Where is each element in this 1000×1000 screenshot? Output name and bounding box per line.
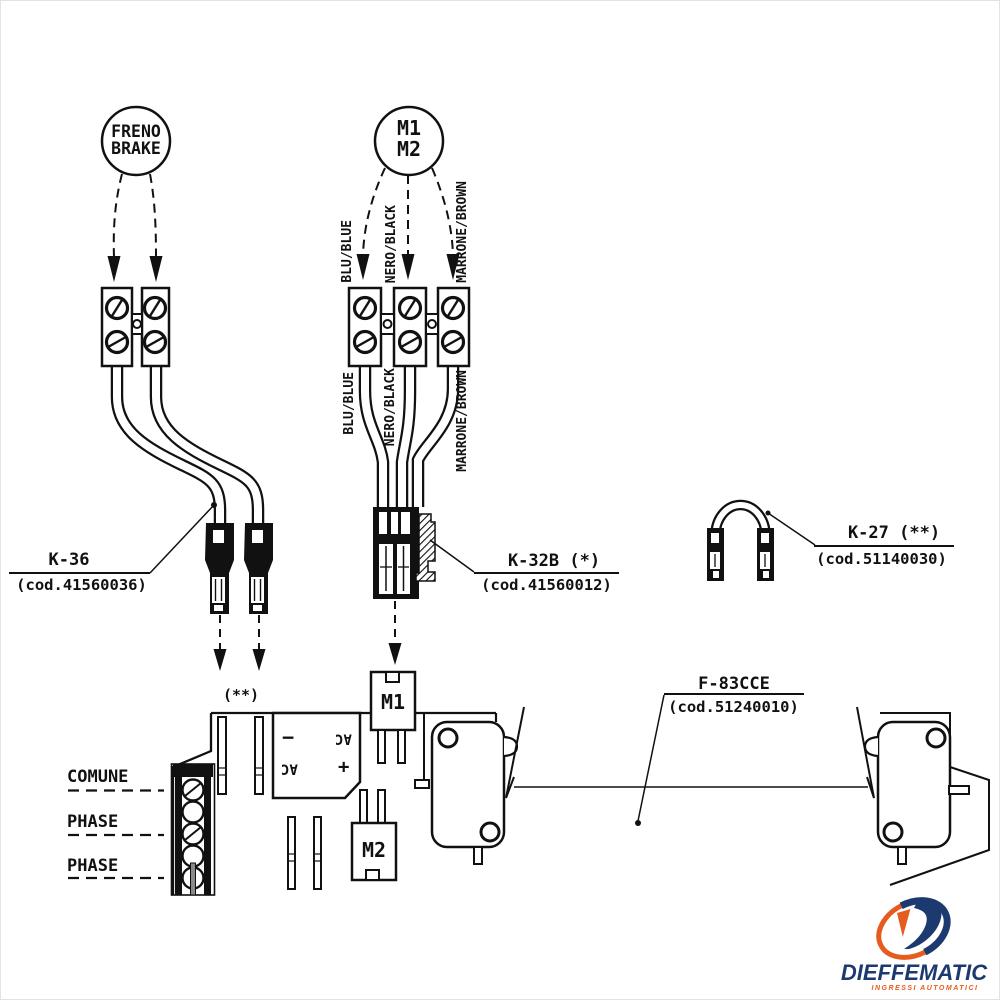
k27-jumper: [707, 499, 774, 581]
m2-connector: [350, 789, 398, 882]
rectifier-plus: +: [338, 756, 350, 778]
m2-connector-label: M2: [361, 838, 387, 862]
microswitch-left: [414, 706, 525, 865]
freno-line1: FRENO: [111, 122, 161, 141]
double-star-marker: (**): [222, 686, 260, 704]
k36-name: K-36: [48, 550, 90, 570]
motor-wires: [358, 366, 460, 507]
m1-connector: [369, 670, 417, 764]
logo-tagline-text: INGRESSI AUTOMATICI: [871, 985, 979, 992]
terminal-label-comune: COMUNE: [67, 767, 129, 787]
logo-d-glyph: [904, 902, 942, 949]
freno-brake-node: [100, 105, 172, 177]
wire-label-blu-top: BLU/BLUE: [340, 220, 355, 283]
wire-label-marrone-top: MARRONE/BROWN: [455, 181, 470, 283]
brake-terminal-block: [100, 286, 171, 368]
k27-name: K-27 (**): [847, 523, 941, 543]
logo-brand-text: DIEFFEMATIC: [840, 960, 988, 985]
k36-code: (cod.41560036): [16, 576, 147, 594]
m1-connector-label: M1: [380, 690, 406, 714]
wire-label-marrone-bottom: MARRONE/BROWN: [455, 370, 470, 472]
f83cce-callout: [635, 693, 804, 826]
k32b-bracket: [415, 513, 436, 582]
k32b-connector: [373, 507, 436, 665]
k32b-callout: [429, 539, 619, 574]
f83cce-code: (cod.51240010): [668, 698, 799, 716]
wire-label-nero-bottom: NERO/BLACK: [383, 368, 398, 447]
k36-connectors: [205, 523, 273, 671]
terminal-label-phase-1: PHASE: [67, 812, 119, 832]
blade-pins: [217, 716, 322, 890]
rectifier-ac-top-text: AC: [335, 730, 352, 747]
terminal-strip: [68, 763, 216, 896]
k36-callout: [9, 502, 217, 574]
rectifier-block: [271, 711, 362, 800]
wire-label-nero-top: NERO/BLACK: [384, 204, 399, 283]
k32b-code: (cod.41560012): [481, 576, 612, 594]
rectifier-ac-top: AC: [335, 730, 352, 747]
rectifier-ac-bottom-text: AC: [281, 760, 298, 777]
motor-terminal-blocks: [347, 286, 471, 368]
f83cce-name: F-83CCE: [698, 674, 770, 694]
rectifier-ac-bottom: AC: [281, 760, 298, 777]
brake-wires: [110, 366, 265, 525]
motor-line2: M2: [396, 137, 422, 161]
freno-line2: BRAKE: [111, 139, 161, 159]
k32b-name: K-32B (*): [507, 551, 601, 571]
terminal-label-phase-2: PHASE: [67, 856, 119, 876]
freno-dashed-arrows: [107, 173, 163, 282]
k27-code: (cod.51140030): [816, 550, 947, 568]
wire-label-blu-bottom: BLU/BLUE: [342, 372, 357, 435]
microswitch-right: [856, 706, 990, 886]
k27-callout: [765, 510, 954, 547]
motor-line1: M1: [396, 116, 422, 140]
dieffematic-logo-mark: [876, 897, 951, 960]
rectifier-minus: −: [282, 725, 295, 749]
motor-dashed-arrows: [356, 167, 460, 280]
